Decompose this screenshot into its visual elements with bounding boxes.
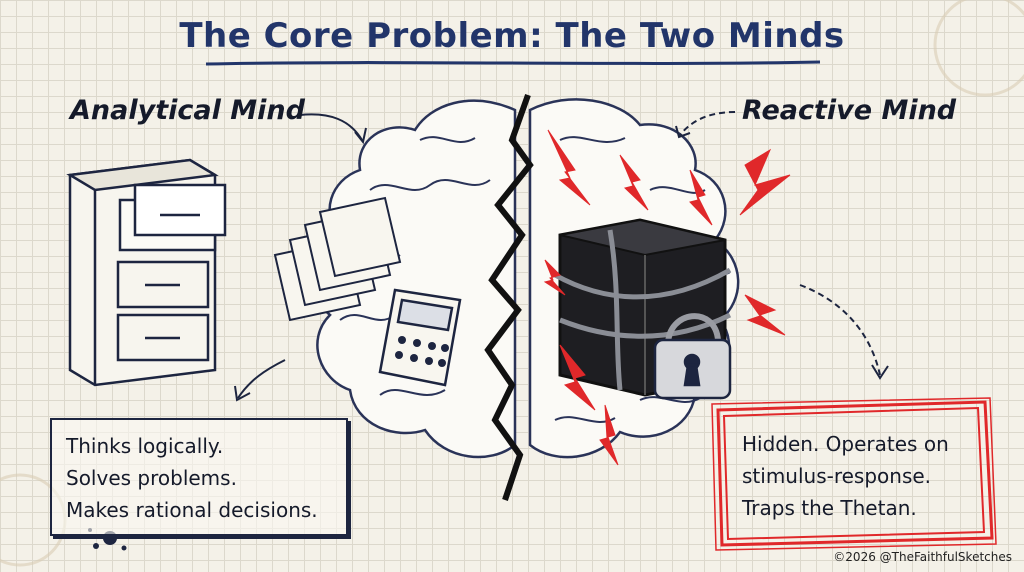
arrow-analytical [299, 113, 363, 141]
page-title: The Core Problem: The Two Minds [179, 16, 845, 56]
title-underline [205, 60, 821, 66]
reactive-mind-label: Reactive Mind [742, 95, 957, 126]
analytical-mind-label: Analytical Mind [70, 95, 305, 126]
reactive-line: Traps the Thetan. [742, 496, 917, 520]
copyright-notice: ©2026 @TheFaithfulSketches [833, 550, 1012, 564]
analytical-line: Makes rational decisions. [66, 498, 318, 522]
analytical-description: Thinks logically. Solves problems. Makes… [66, 430, 356, 526]
crack-divider [484, 93, 534, 501]
reactive-line: Hidden. Operates on [742, 432, 949, 456]
analytical-line: Thinks logically. [66, 434, 224, 458]
arrow-to-right-box [799, 284, 881, 376]
coffee-stain [933, 0, 1024, 97]
padlock-icon [653, 313, 732, 400]
reactive-scribble-frame [711, 397, 997, 551]
arrow-to-left-box [237, 359, 286, 399]
folders-icon [273, 196, 402, 322]
reactive-description: Hidden. Operates on stimulus-response. T… [742, 428, 982, 524]
analytical-description-box [50, 418, 348, 536]
calculator-icon [378, 288, 462, 387]
filing-cabinet-icon [66, 158, 227, 387]
analytical-line: Solves problems. [66, 466, 237, 490]
arrows [234, 111, 889, 402]
lightning-icon [543, 129, 791, 466]
arrow-reactive [679, 111, 736, 136]
reactive-line: stimulus-response. [742, 464, 932, 488]
